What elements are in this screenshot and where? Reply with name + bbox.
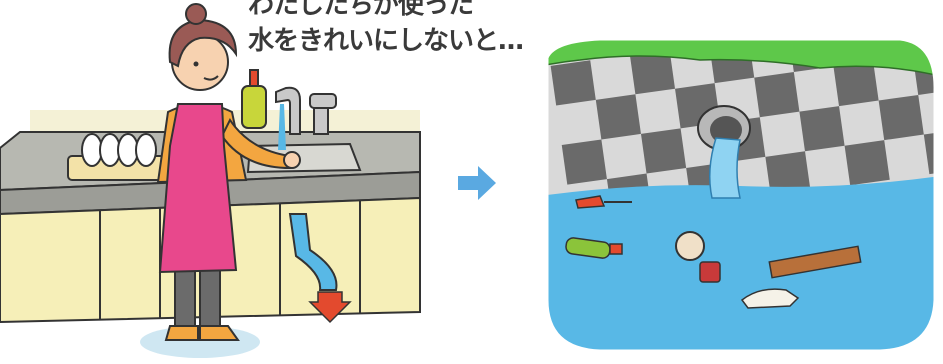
down-arrow-icon — [308, 291, 352, 324]
river-water — [548, 176, 935, 350]
kitchen-scene — [0, 3, 421, 358]
caption-line-2: 水をきれいにしないと… — [248, 26, 524, 56]
floating-can — [699, 261, 721, 283]
outflow-water — [709, 137, 741, 199]
floating-bottle — [565, 237, 623, 259]
faucet — [275, 86, 301, 135]
floating-coil — [675, 231, 705, 261]
right-arrow-icon — [458, 166, 496, 200]
floating-shoe — [740, 288, 800, 309]
grass — [548, 40, 935, 77]
caption-line-1: わたしたちが使った — [248, 0, 474, 20]
floating-plank — [768, 245, 862, 279]
woman-hair — [168, 18, 238, 68]
caption: わたしたちが使った 水をきれいにしないと… — [248, 0, 548, 59]
woman-apron — [158, 103, 238, 274]
detergent-bottle — [241, 85, 267, 129]
river-scene — [547, 39, 935, 351]
fish-bone — [575, 195, 632, 209]
drain-pipe — [288, 213, 338, 291]
faucet-water — [278, 104, 286, 150]
